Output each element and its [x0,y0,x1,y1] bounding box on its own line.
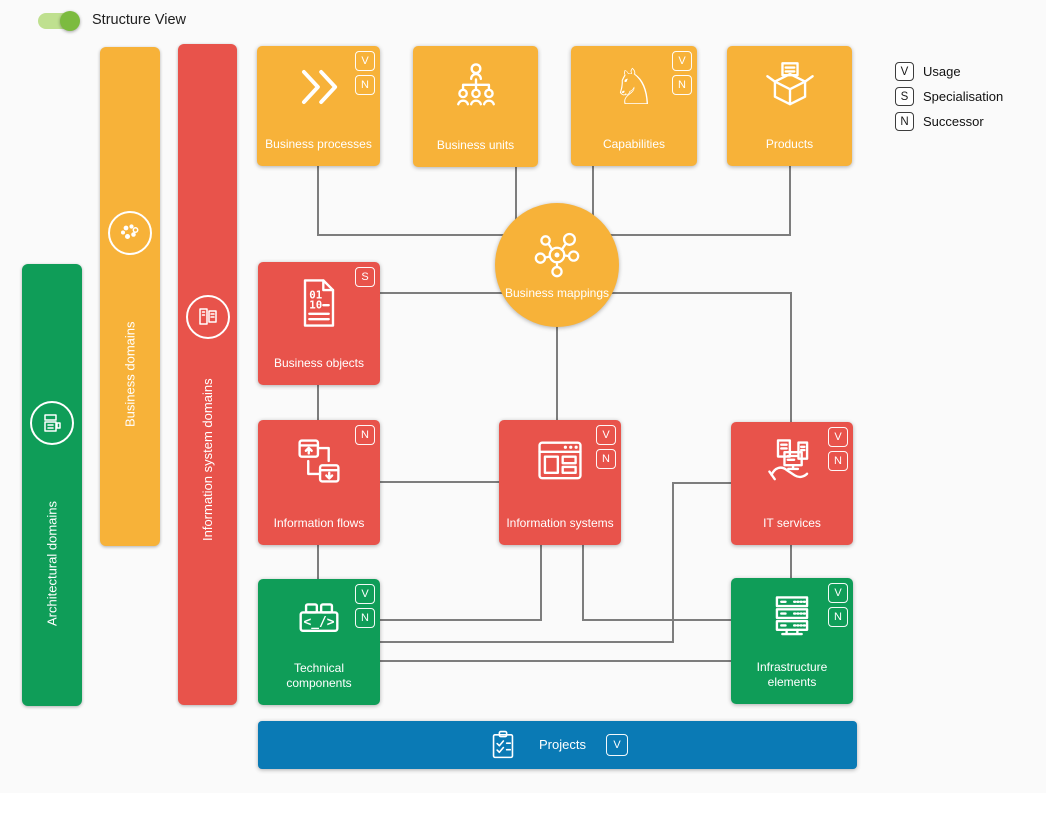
node-label: IT services [763,516,821,531]
connector-line [317,545,319,580]
node-label: Business objects [273,356,365,371]
information-system-domains-label: Information system domains [200,378,215,542]
node-label: Information systems [506,516,614,531]
node-infrastructure-elements[interactable]: V N Infrastructure elements [731,578,853,704]
node-label: Business processes [265,137,372,152]
toggle-knob [60,11,80,31]
successor-badge: N [355,608,375,628]
legend-row-specialisation: S Specialisation [895,87,1003,106]
node-business-units[interactable]: Business units [413,46,538,167]
sidebar-information-system-domains[interactable]: Information system domains [178,44,237,705]
usage-badge: V [895,62,914,81]
products-icon [727,59,852,115]
connector-line [380,619,542,621]
legend-label: Successor [923,114,984,129]
connector-line [540,545,542,621]
legend-row-usage: V Usage [895,62,1003,81]
business-processes-icon [257,59,380,115]
connector-line [380,641,673,643]
node-information-systems[interactable]: V N Information systems [499,420,621,545]
connector-line [380,481,500,483]
connector-line [515,166,517,240]
connector-line [673,482,731,484]
node-label: Projects [539,736,586,752]
usage-badge: V [596,425,616,445]
node-technical-components[interactable]: <_/> V N Technical components [258,579,380,705]
node-projects[interactable]: Projects V [258,721,857,769]
node-it-services[interactable]: V N IT services [731,422,853,545]
business-objects-icon: 01 10 [258,275,380,331]
usage-badge: V [355,584,375,604]
successor-badge: N [828,607,848,627]
infrastructure-elements-icon [731,591,853,647]
usage-badge: V [605,734,628,756]
successor-badge: N [355,75,375,95]
connector-line [317,166,319,236]
node-business-processes[interactable]: V N Business processes [257,46,380,166]
usage-badge: V [828,427,848,447]
node-capabilities[interactable]: ♘ V N Capabilities [571,46,697,166]
connector-line [790,545,792,580]
business-domains-label: Business domains [122,321,138,427]
connector-line [380,660,731,662]
legend-row-successor: N Successor [895,112,1003,131]
successor-badge: N [596,449,616,469]
node-label: Information flows [273,516,365,531]
business-domains-icon [108,211,152,255]
connector-line [790,292,792,423]
structure-view-toggle-row: Structure View [38,10,187,31]
node-products[interactable]: Products [727,46,852,166]
architectural-domains-icon [30,401,74,445]
node-business-objects[interactable]: 01 10 S Business objects [258,262,380,385]
relation-legend: V Usage S Specialisation N Successor [895,62,1003,131]
node-label: Products [765,137,814,152]
node-label: Capabilities [602,137,666,152]
node-label: Infrastructure elements [756,659,828,690]
successor-badge: N [828,451,848,471]
specialisation-badge: S [355,267,375,287]
specialisation-badge: S [895,87,914,106]
capabilities-icon: ♘ [571,59,697,115]
connector-line [317,385,319,421]
successor-badge: N [672,75,692,95]
svg-text:01: 01 [309,289,322,302]
toggle-label: Structure View [92,11,187,28]
structure-view-toggle[interactable] [38,11,80,31]
usage-badge: V [672,51,692,71]
information-flows-icon [258,433,380,489]
successor-badge: N [355,425,375,445]
information-system-domains-icon [185,295,230,339]
information-systems-icon [499,433,621,489]
legend-label: Specialisation [923,89,1004,104]
architectural-domains-label: Architectural domains [44,501,60,627]
svg-text:10: 10 [309,298,322,311]
connector-line [582,545,584,621]
svg-text:♘: ♘ [612,59,656,115]
svg-text:<_/>: <_/> [303,615,334,630]
legend-label: Usage [923,64,961,79]
node-information-flows[interactable]: N Information flows [258,420,380,545]
node-label: Business units [436,138,515,153]
business-mappings-icon [530,228,584,282]
sidebar-business-domains[interactable]: Business domains [100,47,160,546]
usage-badge: V [828,583,848,603]
connector-line [582,619,731,621]
it-services-icon [731,435,853,491]
successor-badge: N [895,112,914,131]
connector-line [789,166,791,236]
connector-line [672,482,674,643]
connector-line [556,300,558,421]
node-label: Technical components [286,660,352,691]
node-business-mappings[interactable]: Business mappings [495,203,619,327]
connector-line [592,166,594,240]
technical-components-icon: <_/> [258,592,380,648]
projects-icon [487,729,519,761]
sidebar-architectural-domains[interactable]: Architectural domains [22,264,82,706]
business-units-icon [413,59,538,115]
node-label: Business mappings [504,286,610,301]
usage-badge: V [355,51,375,71]
